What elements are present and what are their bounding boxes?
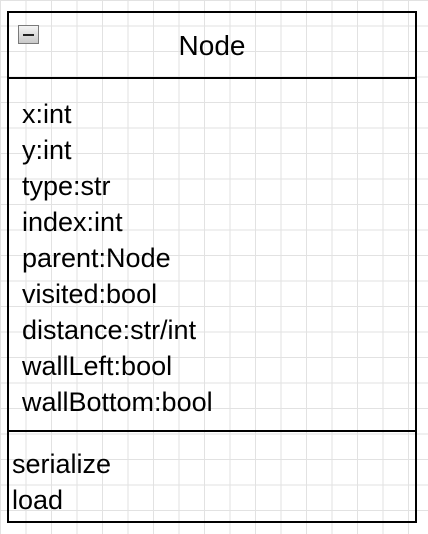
attribute-item[interactable]: parent:Node: [22, 243, 171, 273]
attribute-item[interactable]: distance:str/int: [22, 315, 197, 345]
method-item[interactable]: serialize: [12, 449, 112, 479]
class-name[interactable]: Node: [178, 30, 246, 61]
attributes-compartment: x:int y:int type:str index:int parent:No…: [9, 79, 415, 432]
attribute-item[interactable]: wallBottom:bool: [22, 387, 213, 417]
uml-class-node[interactable]: Node x:int y:int type:str index:int pare…: [7, 11, 417, 523]
attribute-item[interactable]: visited:bool: [22, 279, 158, 309]
attribute-list: x:int y:int type:str index:int parent:No…: [22, 96, 213, 420]
attribute-item[interactable]: index:int: [22, 207, 123, 237]
attribute-item[interactable]: type:str: [22, 171, 111, 201]
methods-compartment: serialize load: [9, 432, 415, 521]
attribute-item[interactable]: y:int: [22, 135, 72, 165]
attribute-item[interactable]: x:int: [22, 99, 72, 129]
collapse-toggle-icon[interactable]: [18, 25, 39, 44]
minus-icon: [23, 34, 34, 36]
method-list: serialize load: [12, 446, 111, 518]
class-header: Node: [9, 13, 415, 79]
method-item[interactable]: load: [12, 485, 64, 515]
attribute-item[interactable]: wallLeft:bool: [22, 351, 173, 381]
